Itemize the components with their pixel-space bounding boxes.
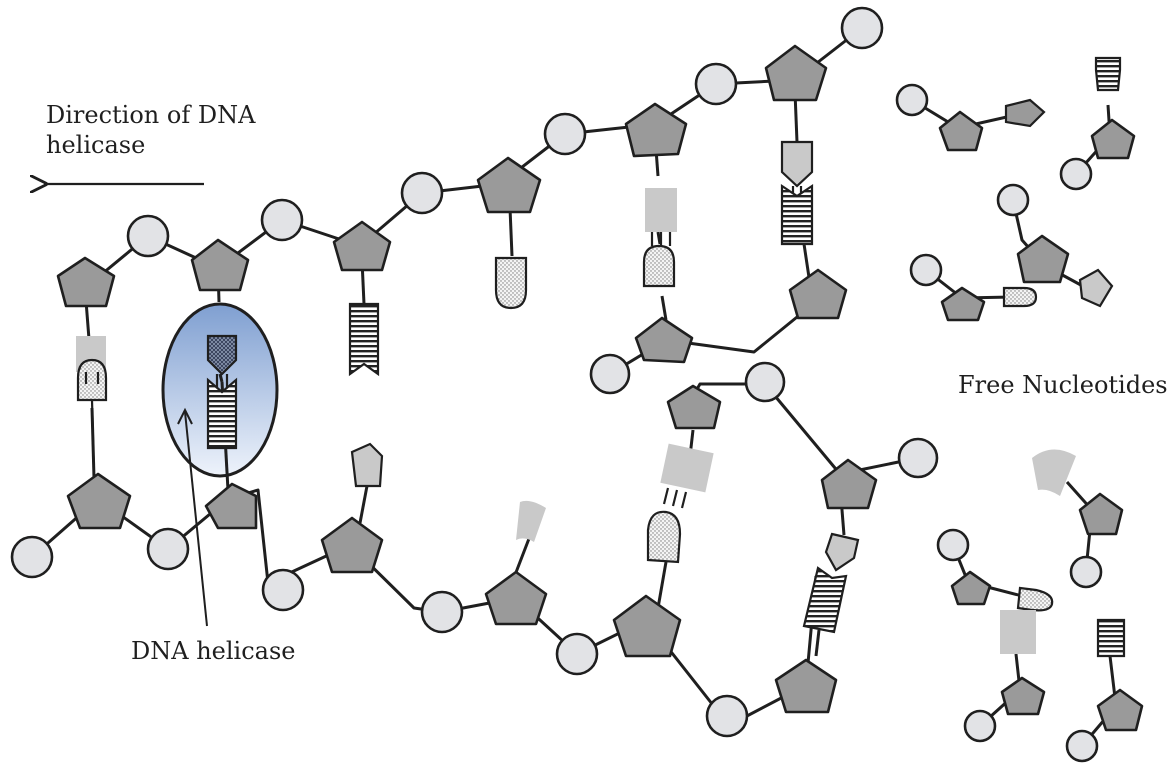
nitrogen-base-icon bbox=[1004, 98, 1046, 128]
nitrogen-base-icon bbox=[646, 510, 682, 564]
direction-label: Direction of DNA helicase bbox=[46, 100, 255, 160]
nitrogen-base-icon bbox=[516, 500, 546, 542]
deoxyribose-pentagon-icon bbox=[1090, 118, 1136, 160]
deoxyribose-pentagon-icon bbox=[820, 458, 878, 510]
deoxyribose-pentagon-icon bbox=[1000, 676, 1046, 716]
nitrogen-base-icon bbox=[1094, 56, 1122, 92]
nitrogen-base-icon bbox=[645, 188, 677, 232]
phosphate-circle-icon bbox=[1069, 555, 1103, 589]
nitrogen-base-icon bbox=[824, 532, 860, 572]
phosphate-circle-icon bbox=[744, 361, 786, 403]
phosphate-circle-icon bbox=[996, 183, 1030, 217]
phosphate-circle-icon bbox=[543, 112, 587, 156]
deoxyribose-pentagon-icon bbox=[950, 570, 992, 606]
nitrogen-base-icon bbox=[348, 302, 380, 377]
deoxyribose-pentagon-icon bbox=[56, 256, 116, 308]
nitrogen-base-icon bbox=[780, 140, 814, 188]
deoxyribose-pentagon-icon bbox=[774, 658, 838, 714]
phosphate-circle-icon bbox=[261, 568, 305, 612]
nitrogen-base-icon bbox=[494, 256, 528, 310]
nitrogen-base-icon bbox=[1096, 618, 1126, 658]
deoxyribose-pentagon-icon bbox=[66, 472, 132, 530]
deoxyribose-pentagon-icon bbox=[476, 156, 542, 214]
deoxyribose-pentagon-icon bbox=[940, 286, 986, 322]
phosphate-circle-icon bbox=[895, 83, 929, 117]
nitrogen-base-icon bbox=[76, 358, 108, 402]
nitrogen-base-icon bbox=[350, 442, 384, 488]
nitrogen-base-icon bbox=[642, 244, 676, 288]
nitrogen-base-icon bbox=[206, 334, 238, 376]
deoxyribose-pentagon-icon bbox=[666, 384, 722, 430]
deoxyribose-pentagon-icon bbox=[190, 238, 250, 292]
deoxyribose-pentagon-icon bbox=[764, 44, 828, 102]
phosphate-circle-icon bbox=[10, 535, 54, 579]
deoxyribose-pentagon-icon bbox=[320, 516, 384, 574]
nitrogen-base-icon bbox=[1032, 449, 1076, 496]
phosphate-circle-icon bbox=[963, 709, 997, 743]
free-nucleotides-label: Free Nucleotides bbox=[958, 371, 1168, 399]
phosphate-circle-icon bbox=[705, 694, 749, 738]
phosphate-circle-icon bbox=[400, 171, 444, 215]
nitrogen-base-icon bbox=[1016, 586, 1054, 612]
phosphate-circle-icon bbox=[1065, 729, 1099, 763]
phosphate-circle-icon bbox=[146, 527, 190, 571]
deoxyribose-pentagon-icon bbox=[1016, 234, 1070, 284]
phosphate-circle-icon bbox=[694, 62, 738, 106]
nitrogen-base-icon bbox=[802, 566, 848, 634]
nitrogen-base-icon bbox=[1002, 286, 1038, 308]
deoxyribose-pentagon-icon bbox=[634, 316, 694, 364]
phosphate-circle-icon bbox=[1059, 157, 1093, 191]
dna-helicase-label: DNA helicase bbox=[131, 637, 296, 665]
deoxyribose-pentagon-icon bbox=[1078, 492, 1124, 536]
phosphate-circle-icon bbox=[420, 590, 464, 634]
sugar-group bbox=[56, 44, 1144, 732]
phosphate-group bbox=[10, 6, 1103, 763]
phosphate-circle-icon bbox=[589, 353, 631, 395]
nitrogen-base-icon bbox=[1000, 610, 1036, 654]
phosphate-circle-icon bbox=[260, 198, 304, 242]
deoxyribose-pentagon-icon bbox=[788, 268, 848, 320]
nitrogen-base-icon bbox=[660, 443, 714, 493]
deoxyribose-pentagon-icon bbox=[612, 594, 682, 658]
nitrogen-base-icon bbox=[206, 377, 238, 450]
phosphate-circle-icon bbox=[555, 632, 599, 676]
phosphate-circle-icon bbox=[840, 6, 884, 50]
deoxyribose-pentagon-icon bbox=[484, 570, 548, 626]
helicase-pointer-line bbox=[184, 411, 208, 627]
phosphate-circle-icon bbox=[126, 214, 170, 258]
nitrogen-base-icon bbox=[780, 183, 814, 246]
direction-label-line2: helicase bbox=[46, 131, 146, 159]
base-group bbox=[76, 56, 1126, 658]
nitrogen-base-icon bbox=[1078, 268, 1114, 308]
phosphate-circle-icon bbox=[909, 253, 943, 287]
deoxyribose-pentagon-icon bbox=[624, 102, 688, 158]
deoxyribose-pentagon-icon bbox=[1096, 688, 1144, 732]
phosphate-circle-icon bbox=[897, 437, 939, 479]
deoxyribose-pentagon-icon bbox=[204, 482, 258, 530]
direction-label-line1: Direction of DNA bbox=[46, 101, 256, 129]
phosphate-circle-icon bbox=[936, 528, 970, 562]
deoxyribose-pentagon-icon bbox=[938, 110, 984, 152]
deoxyribose-pentagon-icon bbox=[332, 220, 392, 272]
